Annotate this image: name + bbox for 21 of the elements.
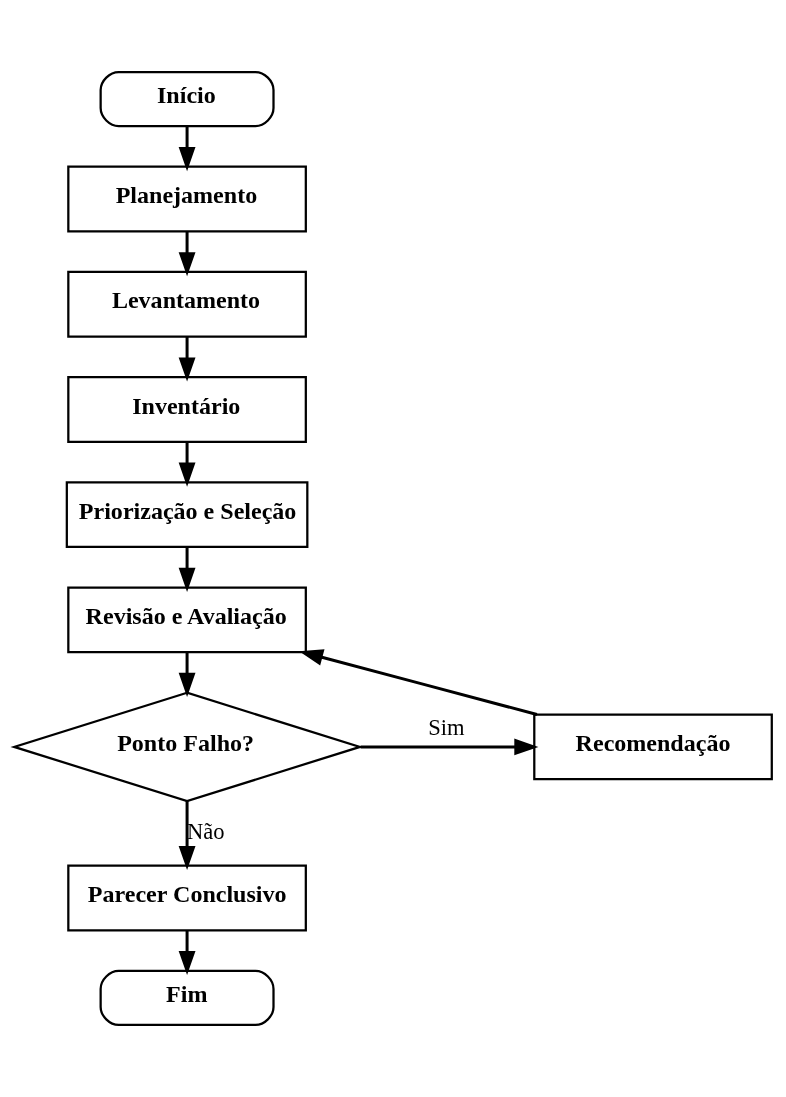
arrow [178,126,196,172]
edge-label: Sim [428,714,465,740]
node-box: Revisão e Avaliação [67,586,307,654]
node-box: Priorização e Seleção [65,481,309,549]
arrow [178,231,196,277]
arrow [178,442,196,487]
node-box: Recomendação [533,713,773,781]
node-diamond: Ponto Falho? [10,691,364,803]
arrow [360,738,539,756]
node-box: Planejamento [67,165,307,233]
arrow [178,801,196,871]
arrow [178,336,196,382]
node-box: Início [99,70,275,128]
arrow [178,930,196,976]
arrow [299,649,538,716]
node-box: Levantamento [67,270,307,338]
arrow [178,547,196,592]
node-box: Fim [99,969,275,1027]
node-box: Parecer Conclusivo [67,864,307,932]
node-box: Inventário [67,376,307,443]
arrow [178,652,196,697]
